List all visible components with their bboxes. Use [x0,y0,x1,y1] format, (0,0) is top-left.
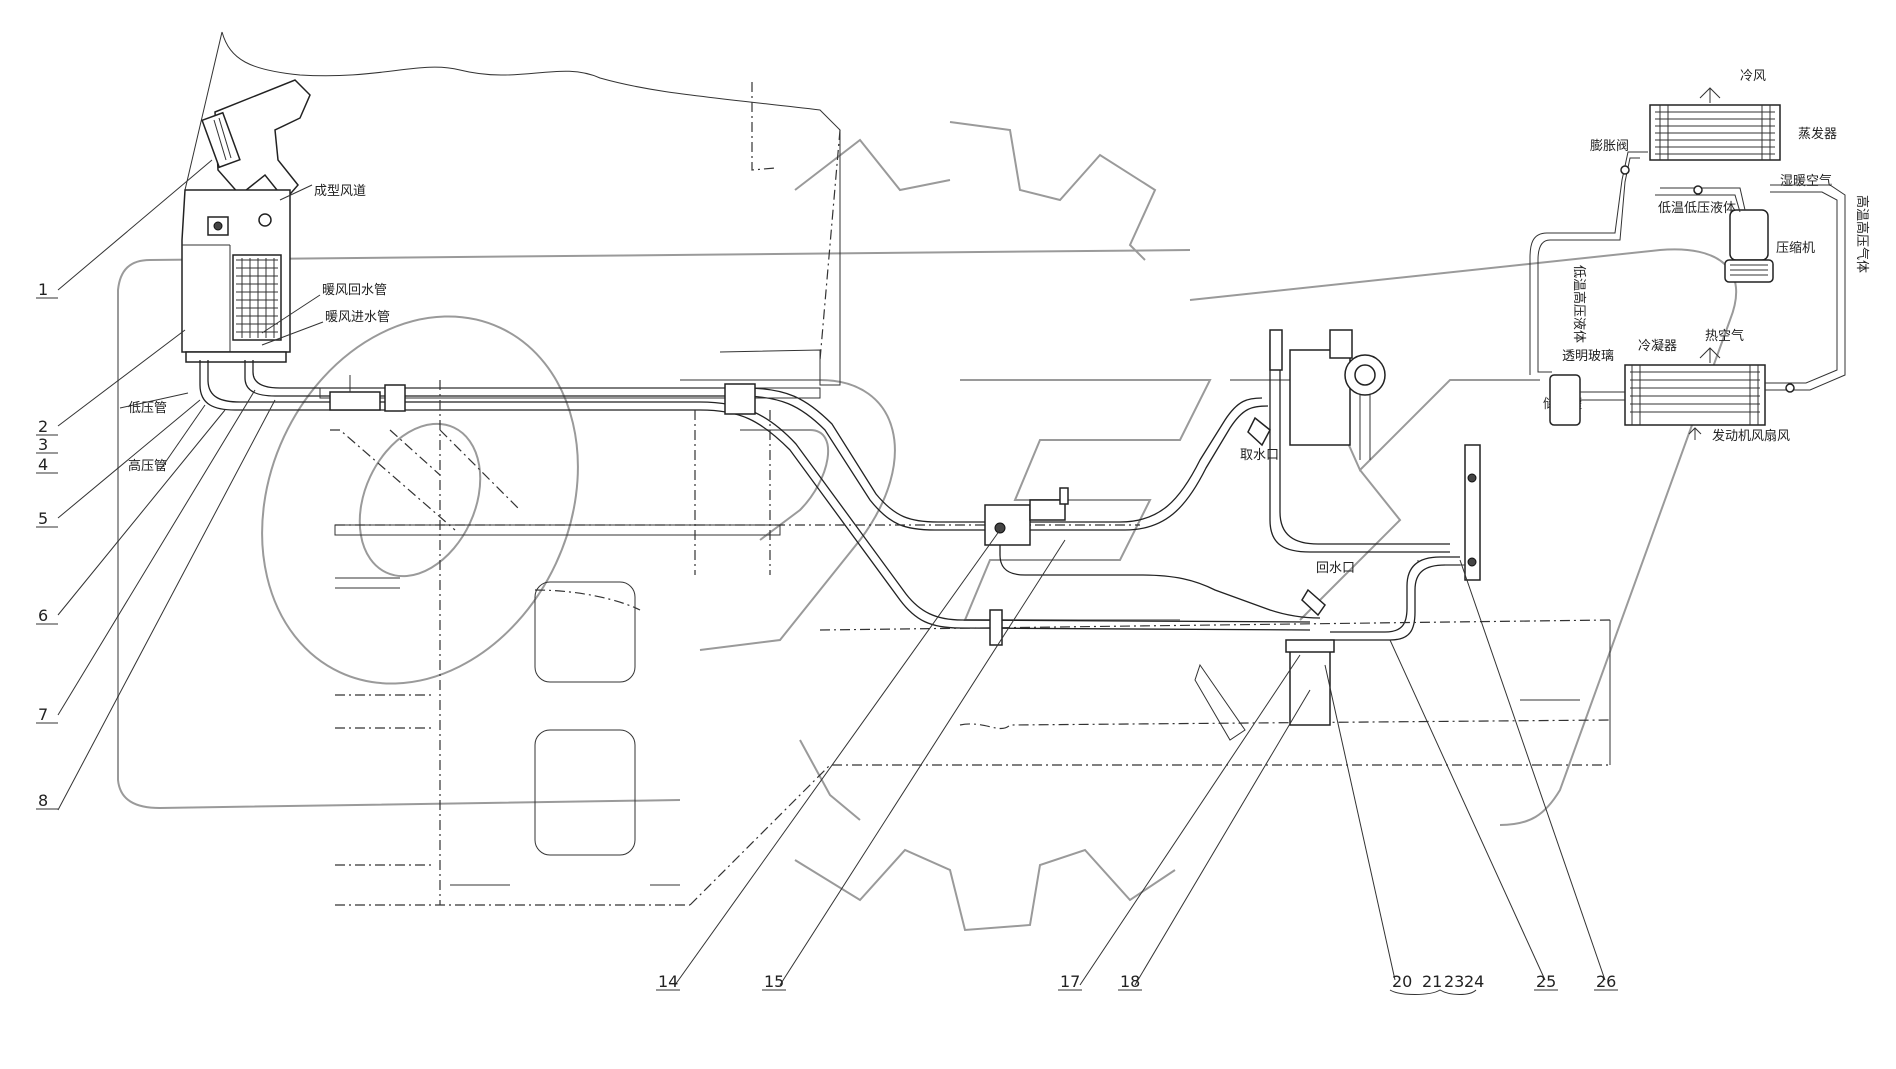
part-number-labels: 1 2 3 4 5 6 7 8 14 15 17 18 20 21 23 24 … [36,280,1618,995]
part-number-18: 18 [1120,972,1140,991]
label-compressor: 压缩机 [1776,240,1815,256]
part-number-25: 25 [1536,972,1556,991]
opex-watermark-logo [117,121,1738,932]
label-expansion-valve: 膨胀阀 [1590,139,1629,154]
cab-outline [184,31,841,386]
part-number-1: 1 [38,280,48,299]
label-hot-air: 热空气 [1705,328,1744,344]
label-high-pressure-pipe: 高压管 [128,458,167,474]
label-sight-glass: 透明玻璃 [1562,349,1614,364]
part-number-21: 21 [1422,972,1442,991]
part-number-24: 24 [1464,972,1484,991]
part-number-8: 8 [38,791,48,810]
label-humid-air: 湿暖空气 [1780,173,1832,189]
evaporator [1649,104,1781,161]
leader-lines [57,159,1606,986]
refrigeration-cycle-schematic: 冷风 蒸发器 膨胀阀 湿暖空气 低温低压液体 压缩机 透明玻璃 冷凝器 热空气 … [1529,69,1870,444]
heater-valve [984,487,1069,546]
water-filter [1285,639,1335,726]
hvac-grille [236,258,278,338]
receiver-drier-symbol [1549,374,1581,426]
label-low-temp-low-pressure-liquid: 低温低压液体 [1658,201,1736,216]
part-number-23: 23 [1444,972,1464,991]
part-number-4: 4 [38,455,48,474]
label-evaporator: 蒸发器 [1798,126,1837,142]
condenser-symbol [1624,364,1766,426]
hvac-unit [181,79,311,363]
radiator-bracket [1445,444,1481,581]
pipe-clamps [329,375,1003,646]
label-low-pressure-pipe: 低压管 [128,401,167,416]
label-high-temp-high-pressure-gas: 高温高压气体 [1854,195,1870,273]
part-number-2: 2 [38,417,48,436]
part-number-15: 15 [764,972,784,991]
part-number-17: 17 [1060,972,1080,991]
label-engine-fan-air: 发动机风扇风 [1712,428,1790,444]
part-number-7: 7 [38,705,48,724]
label-low-temp-high-pressure-liquid: 低温高压液体 [1571,265,1587,343]
label-cold-air: 冷风 [1740,69,1766,84]
label-water-return: 回水口 [1316,561,1355,576]
label-water-intake: 取水口 [1240,448,1279,463]
part-number-26: 26 [1596,972,1616,991]
compressor-symbol [1724,209,1774,283]
label-condenser: 冷凝器 [1638,338,1677,354]
chassis-frame [319,380,1611,906]
part-number-5: 5 [38,509,48,528]
part-number-20: 20 [1392,972,1412,991]
label-molded-duct: 成型风道 [314,184,366,199]
label-heater-return-pipe: 暖风回水管 [322,283,387,298]
compressor-assembly [1247,329,1386,617]
component-labels: 成型风道 暖风回水管 暖风进水管 低压管 高压管 取水口 回水口 [128,184,1355,576]
label-heater-inlet-pipe: 暖风进水管 [325,310,390,325]
part-number-3: 3 [38,435,48,454]
part-number-14: 14 [658,972,678,991]
part-number-6: 6 [38,606,48,625]
